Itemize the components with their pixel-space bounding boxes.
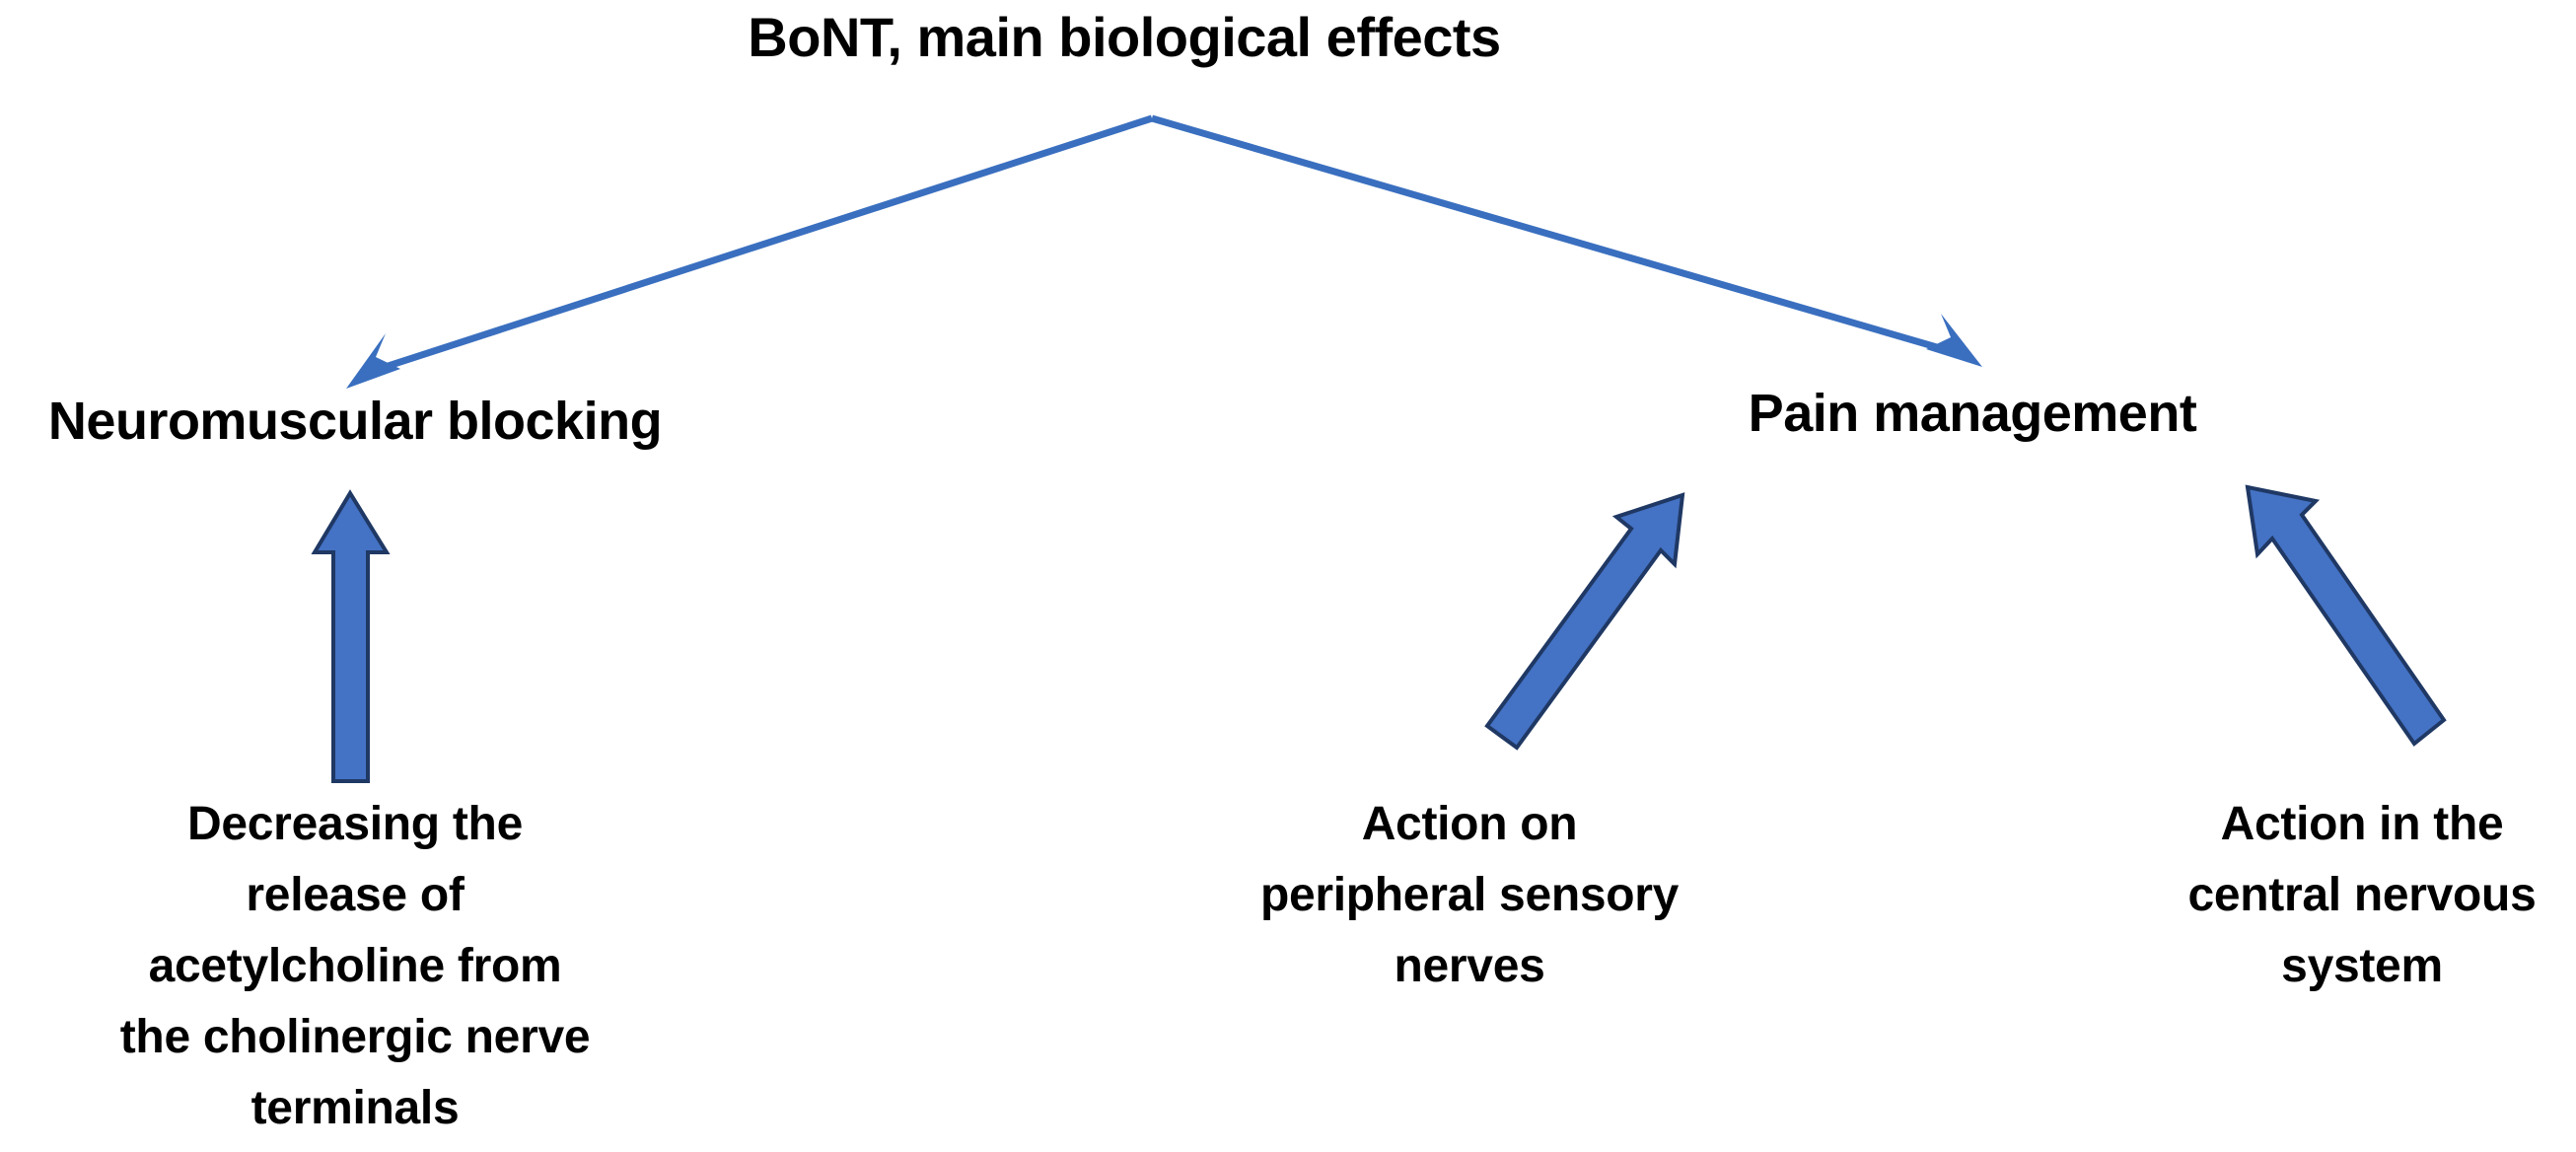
node-label-neuromuscular-blocking: Neuromuscular blocking: [47, 392, 663, 451]
connector-acetylcholine-to-neuromuscular-blocking: [311, 489, 391, 783]
leaf-line: terminals: [250, 1082, 460, 1134]
node-label-peripheral-sensory-nerves: Action on peripheral sensory nerves: [1208, 789, 1731, 1002]
leaf-line: peripheral sensory: [1259, 869, 1680, 921]
leaf-line: nerves: [1394, 940, 1545, 992]
page-title: BoNT, main biological effects: [748, 6, 1501, 68]
connector-root-to-neuromuscular-blocking: [346, 114, 1154, 389]
leaf-line: Action in the: [2220, 798, 2504, 850]
leaf-line: Action on: [1361, 798, 1578, 850]
leaf-line: central nervous: [2187, 869, 2537, 921]
node-label-acetylcholine-release: Decreasing the release of acetylcholine …: [54, 789, 656, 1144]
connector-cns-to-pain-management: [2245, 484, 2447, 747]
arrowhead-right: [1926, 314, 1982, 367]
node-label-central-nervous-system: Action in the central nervous system: [2140, 789, 2576, 1002]
leaf-line: the cholinergic nerve: [119, 1011, 591, 1063]
leaf-line: Decreasing the: [187, 798, 523, 850]
leaf-line: acetylcholine from: [148, 940, 562, 992]
arrowhead-left: [346, 333, 400, 389]
leaf-line: release of: [246, 869, 465, 921]
node-label-pain-management: Pain management: [1748, 384, 2197, 443]
leaf-line: system: [2281, 940, 2443, 992]
connector-root-to-pain-management: [1151, 114, 1982, 367]
connector-peripheral-to-pain-management: [1484, 492, 1685, 751]
